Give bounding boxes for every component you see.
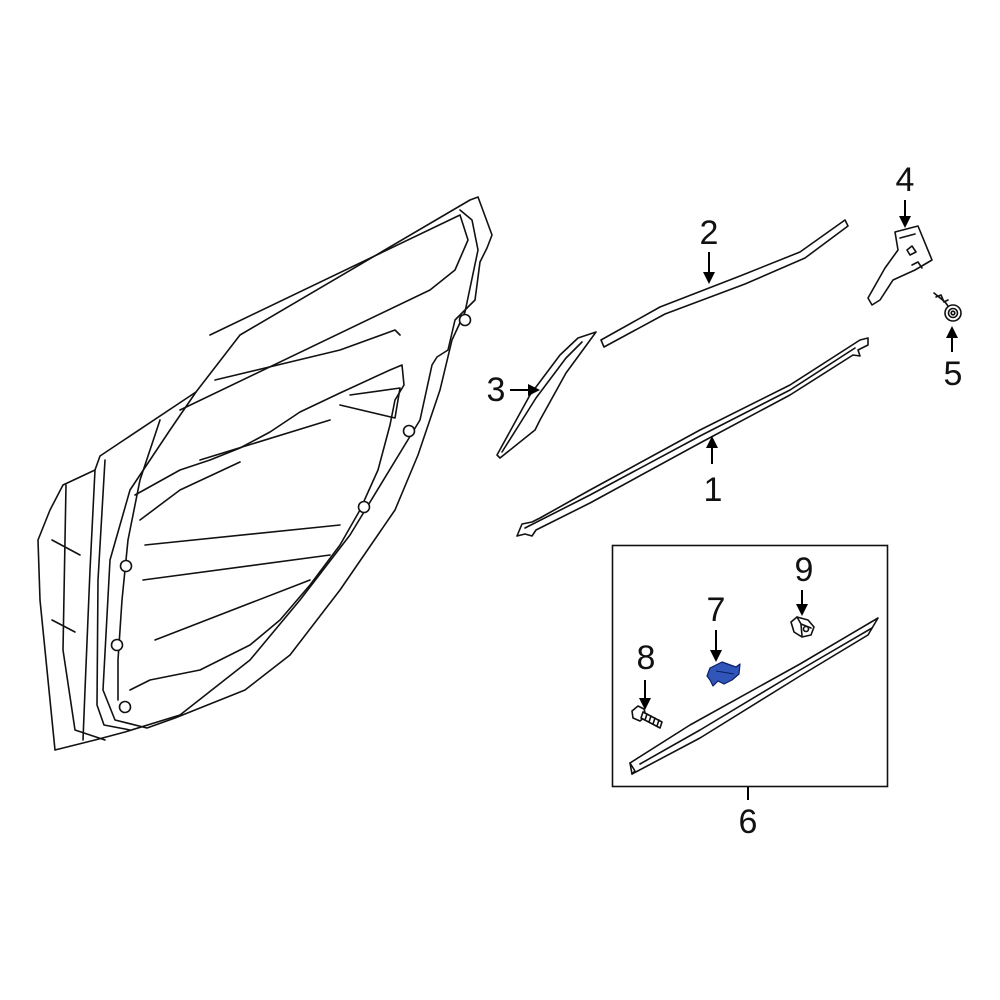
part-8-bolt[interactable] [631, 705, 663, 729]
part-6-molding[interactable] [629, 617, 879, 775]
callout-3[interactable]: 3 [486, 371, 506, 409]
part-1-belt-molding[interactable] [516, 337, 869, 537]
callout-8[interactable]: 8 [636, 639, 656, 677]
part-7-clip[interactable] [706, 661, 741, 687]
callout-2[interactable]: 2 [699, 214, 719, 252]
callout-arrows [510, 200, 958, 710]
part-2-molding[interactable] [600, 219, 849, 348]
callout-6[interactable]: 6 [738, 803, 758, 841]
part-6-kit-box [611, 544, 889, 788]
part-4-applique[interactable] [867, 225, 933, 306]
part-5-screw[interactable] [933, 292, 962, 322]
callout-5[interactable]: 5 [943, 355, 963, 393]
part-9-clipnut[interactable] [790, 616, 815, 638]
callout-1[interactable]: 1 [703, 471, 723, 509]
callout-7[interactable]: 7 [706, 591, 726, 629]
callout-4[interactable]: 4 [895, 161, 915, 199]
door-shell [37, 196, 493, 751]
part-3-applique[interactable] [496, 331, 597, 459]
callout-9[interactable]: 9 [794, 551, 814, 589]
